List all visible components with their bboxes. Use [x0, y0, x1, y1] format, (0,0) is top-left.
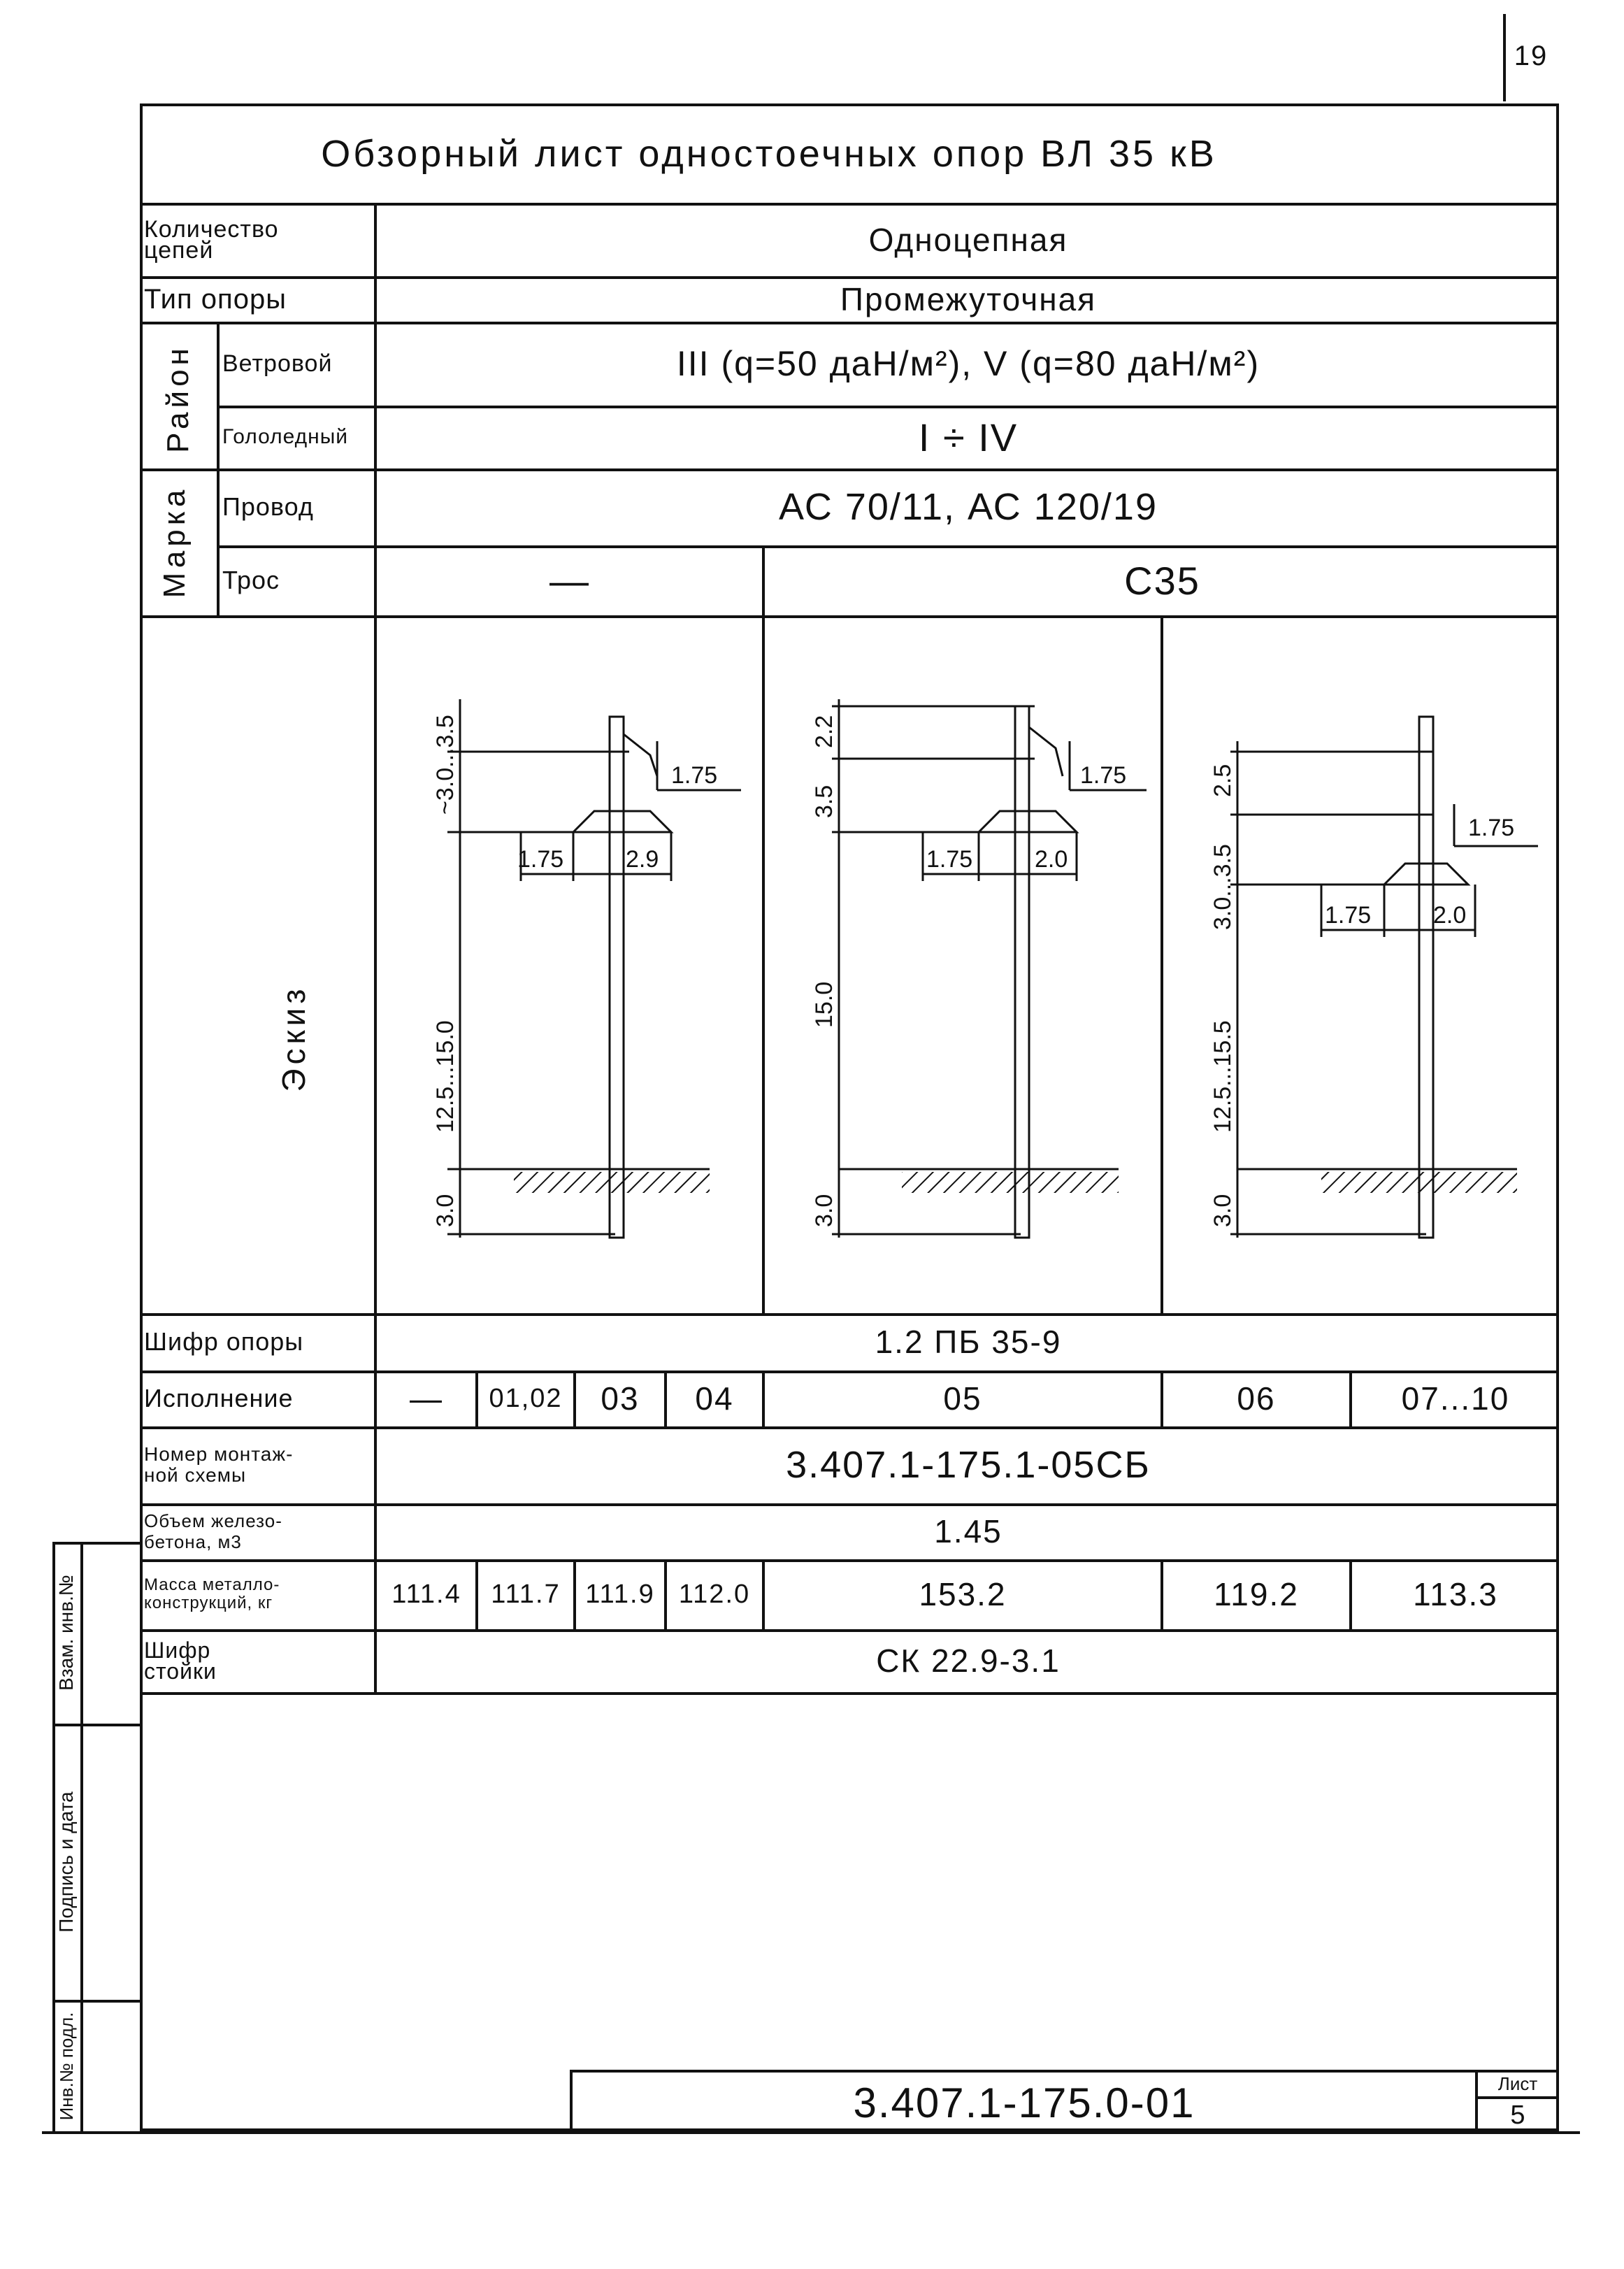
dim-label: 1.75 [926, 846, 972, 873]
value-scheme: 3.407.1-175.1-05СБ [786, 1444, 1151, 1486]
stamp-signature-date: Подпись и дата [55, 1791, 77, 1933]
version-cell: 07...10 [1401, 1380, 1510, 1417]
sheet-number: 5 [1510, 2100, 1525, 2130]
value-support-type: Промежуточная [840, 280, 1097, 317]
value-circuits: Одноцепная [868, 221, 1068, 258]
value-support-code: 1.2 ПБ 35-9 [875, 1324, 1062, 1360]
value-post-code: СК 22.9-3.1 [876, 1642, 1061, 1679]
dim-label: 2.2 [811, 715, 838, 748]
value-ice: I ÷ IV [918, 415, 1019, 459]
sheet-label: Лист [1497, 2073, 1538, 2094]
value-cable: С35 [1124, 558, 1200, 603]
dim-label: 1.75 [1325, 902, 1371, 929]
version-cell: 05 [943, 1380, 982, 1417]
metal-cell: 112.0 [678, 1579, 751, 1609]
dim-label: 1.75 [517, 846, 563, 873]
label-wire: Провод [222, 492, 314, 521]
dim-label: 2.0 [1035, 846, 1068, 873]
label-ice: Гололедный [222, 425, 349, 448]
sketch-2 [832, 699, 1147, 1239]
dim-label: 1.75 [1468, 815, 1514, 841]
stamp-strip-border [52, 1542, 55, 2133]
metal-cell: 119.2 [1214, 1576, 1299, 1612]
dim-label: 12.5...15.5 [1209, 1020, 1236, 1133]
metal-cell: 111.7 [491, 1579, 561, 1609]
metal-cell: 111.9 [585, 1579, 655, 1609]
metal-cell: 111.4 [391, 1579, 461, 1609]
metal-cell: 113.3 [1413, 1576, 1498, 1612]
dim-label: 3.5 [811, 785, 838, 818]
label-support-type: Тип опоры [144, 283, 287, 315]
page-number: 19 [1514, 40, 1548, 71]
stamp-replace-inv: Взам. инв.№ [55, 1575, 77, 1691]
dim-label: 1.75 [671, 762, 717, 789]
dim-label: 2.5 [1209, 764, 1236, 797]
dim-label: 2.0 [1433, 902, 1466, 929]
title-block-border [570, 2070, 1559, 2073]
sketch-3 [1230, 715, 1538, 1239]
page-number-divider [1503, 14, 1506, 101]
value-cable-none: — [549, 558, 590, 603]
label-concrete: Объем железо- бетона, м3 [144, 1510, 282, 1552]
dim-label: 3.0...3.5 [1209, 844, 1236, 930]
dim-label: 3.0 [1209, 1194, 1236, 1227]
version-cell: 04 [695, 1380, 734, 1417]
label-cable: Трос [222, 566, 280, 594]
dim-label: 3.0 [432, 1194, 459, 1227]
sketch-1 [447, 699, 741, 1239]
value-wind: III (q=50 даН/м²), V (q=80 даН/м²) [676, 344, 1260, 383]
label-circuits: Количество цепей [144, 215, 279, 264]
doc-code: 3.407.1-175.0-01 [853, 2080, 1195, 2126]
bottom-border [42, 2131, 1580, 2134]
dim-label: ~3.0...3.5 [432, 715, 459, 815]
label-support-code: Шифр опоры [144, 1327, 304, 1356]
version-cell: 06 [1237, 1380, 1276, 1417]
label-metal: Масса металло- конструкций, кг [144, 1575, 280, 1612]
sheet-title: Обзорный лист одностоечных опор ВЛ 35 кВ [321, 133, 1217, 175]
label-scheme: Номер монтаж- ной схемы [144, 1443, 294, 1486]
metal-cell: 153.2 [919, 1576, 1007, 1612]
stamp-inv-original: Инв.№ подл. [55, 2012, 77, 2121]
label-wind: Ветровой [222, 350, 333, 377]
dim-label: 2.9 [626, 846, 659, 873]
dim-label: 3.0 [811, 1194, 838, 1227]
version-cell: 03 [601, 1380, 640, 1417]
drawing-frame [140, 103, 1559, 2131]
dim-label: 1.75 [1080, 762, 1126, 789]
version-cell: — [410, 1380, 443, 1417]
dim-label: 12.5...15.0 [432, 1020, 459, 1133]
value-wire: АС 70/11, АС 120/19 [779, 486, 1158, 528]
version-cell: 01,02 [489, 1383, 563, 1413]
value-concrete: 1.45 [934, 1513, 1003, 1549]
dim-label: 15.0 [811, 982, 838, 1028]
label-version: Исполнение [144, 1384, 294, 1412]
label-post-code: Шифр стойки [144, 1638, 217, 1684]
